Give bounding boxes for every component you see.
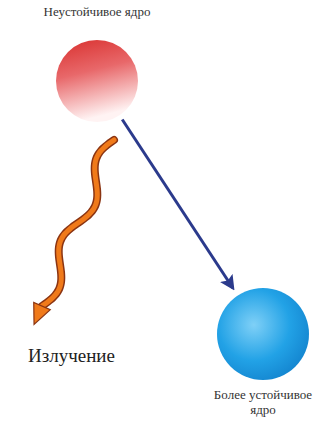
decay-arrow <box>122 119 233 288</box>
stable-nucleus: Более устойчивое ядро <box>205 287 321 417</box>
nucleus-label: Неустойчивое ядро <box>44 4 151 19</box>
radiation-arrowhead <box>34 302 51 324</box>
radiation-label: Излучение <box>28 345 115 367</box>
nucleus-label: Более устойчивое ядро <box>205 387 321 417</box>
unstable-nucleus-disc <box>56 40 138 122</box>
stable-nucleus-circle <box>216 287 310 381</box>
unstable-nucleus: Неустойчивое ядро <box>37 4 157 123</box>
unstable-nucleus-circle <box>55 39 139 123</box>
radiation-wave <box>42 140 114 306</box>
radiation-wave <box>42 140 114 306</box>
stable-nucleus-disc <box>217 288 309 380</box>
